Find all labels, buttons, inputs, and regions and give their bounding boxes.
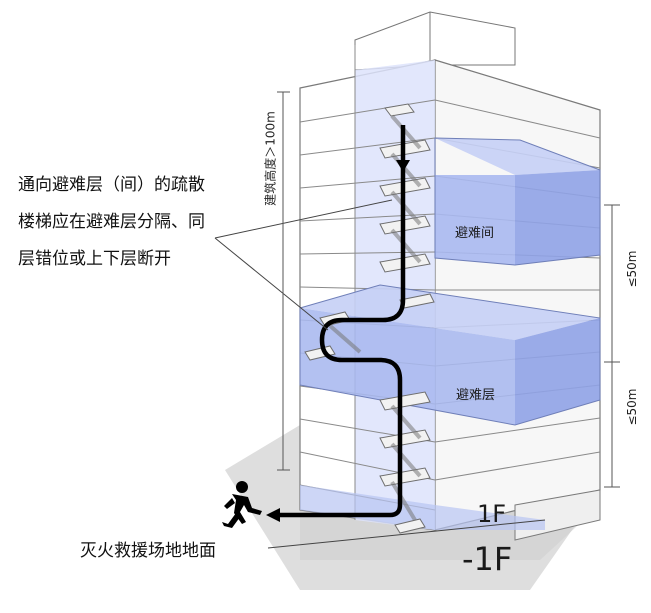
- height-note: 建筑高度＞100m: [263, 111, 278, 206]
- leader-lines: [214, 199, 546, 549]
- building-side: [434, 59, 601, 531]
- refuge-room-side: [515, 170, 600, 265]
- refuge-floor-top: [300, 285, 600, 340]
- running-person-icon: [222, 481, 262, 528]
- height-dimension: [277, 91, 290, 471]
- refuge-floor-label: 避难层: [456, 388, 496, 403]
- stair-note-line3: 层错位或上下层断开: [18, 249, 171, 269]
- refuge-room-front: [435, 175, 515, 265]
- route-arrow-down: [396, 160, 410, 172]
- ground-note: 灭火救援场地地面: [80, 541, 216, 561]
- evacuation-route: [275, 125, 406, 518]
- stair-note-line2: 楼梯应在避难层分隔、同: [18, 212, 205, 232]
- route-arrow-exit: [266, 508, 280, 522]
- refuge-room-label: 避难间: [455, 226, 495, 241]
- spacing-upper: ≤50m: [625, 250, 639, 288]
- stair-diagonals: [326, 114, 422, 522]
- refuge-floor-front: [300, 308, 515, 425]
- spacing-lower: ≤50m: [625, 388, 639, 426]
- floor-1f-label: 1F: [477, 500, 507, 528]
- refuge-room-top: [435, 138, 600, 175]
- first-floor-highlight: [300, 485, 545, 530]
- refuge-floor-side: [515, 318, 600, 425]
- spacing-dimension: [604, 204, 620, 488]
- floor-b1-label: -1F: [462, 540, 513, 578]
- stair-note-line1: 通向避难层（间）的疏散: [18, 175, 205, 195]
